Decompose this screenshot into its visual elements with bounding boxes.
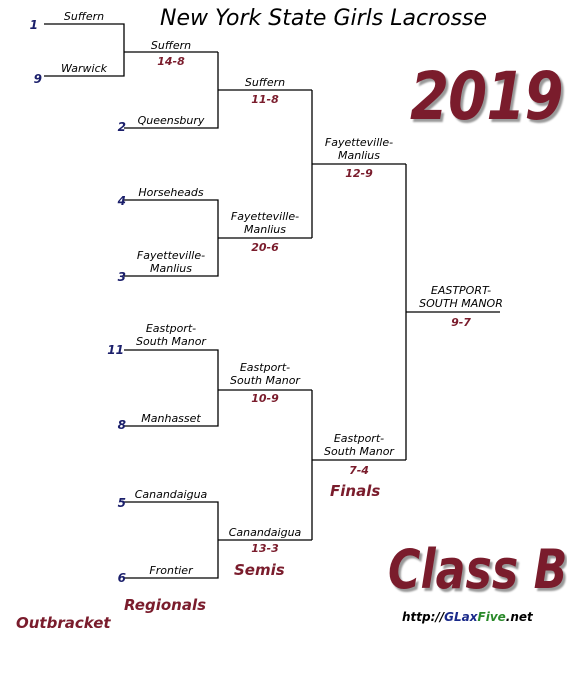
- game-score: 20-6: [251, 241, 279, 254]
- seed-number: 4: [117, 194, 126, 208]
- winner-name: Eastport- South Manor: [230, 361, 300, 387]
- round-label-outbracket: Outbracket: [16, 614, 111, 632]
- game-score: 9-7: [451, 316, 471, 329]
- url-glax: GLax: [444, 610, 478, 624]
- winner-name: Fayetteville- Manlius: [324, 136, 394, 162]
- classification-logo: Class B: [388, 538, 567, 601]
- team-name: Frontier: [149, 564, 193, 577]
- seed-number: 9: [33, 72, 42, 86]
- game-score: 14-8: [157, 55, 185, 68]
- game-score: 11-8: [251, 93, 279, 106]
- game-score: 10-9: [251, 392, 279, 405]
- seed-number: 3: [117, 270, 126, 284]
- winner-name: Suffern: [150, 39, 192, 52]
- site-url[interactable]: http://GLaxFive.net: [402, 610, 533, 624]
- seed-number: 11: [107, 343, 124, 357]
- team-name: Eastport- South Manor: [136, 322, 206, 348]
- round-label-finals: Finals: [330, 482, 381, 500]
- winner-name: Canandaigua: [228, 526, 302, 539]
- url-suffix: .net: [505, 610, 533, 624]
- team-name: Queensbury: [137, 114, 205, 127]
- seed-number: 8: [117, 418, 126, 432]
- bracket-line: [124, 52, 219, 129]
- game-score: 13-3: [251, 542, 279, 555]
- year-logo: 2019: [410, 58, 564, 135]
- team-name: Fayetteville- Manlius: [136, 249, 206, 275]
- url-prefix: http://: [402, 610, 445, 624]
- winner-name: Eastport- South Manor: [324, 432, 394, 458]
- winner-name: Fayetteville- Manlius: [230, 210, 300, 236]
- seed-number: 2: [117, 120, 126, 134]
- seed-number: 5: [117, 496, 126, 510]
- round-label-regionals: Regionals: [124, 596, 207, 614]
- champion-name: EASTPORT- SOUTH MANOR: [419, 284, 503, 310]
- url-five: Five: [477, 610, 506, 624]
- team-name: Suffern: [63, 10, 105, 23]
- bracket-line: [124, 349, 219, 427]
- game-score: 12-9: [345, 167, 373, 180]
- team-name: Warwick: [60, 62, 107, 75]
- team-name: Canandaigua: [134, 488, 208, 501]
- team-name: Manhasset: [141, 412, 201, 425]
- bracket-line: [44, 23, 125, 77]
- bracket-lines: [44, 23, 500, 579]
- seed-number: 1: [29, 18, 38, 32]
- team-name: Horseheads: [138, 186, 204, 199]
- winner-name: Suffern: [244, 76, 286, 89]
- seed-number: 6: [117, 571, 126, 585]
- page-title: New York State Girls Lacrosse: [160, 6, 488, 31]
- round-label-semis: Semis: [234, 561, 285, 579]
- game-score: 7-4: [349, 464, 369, 477]
